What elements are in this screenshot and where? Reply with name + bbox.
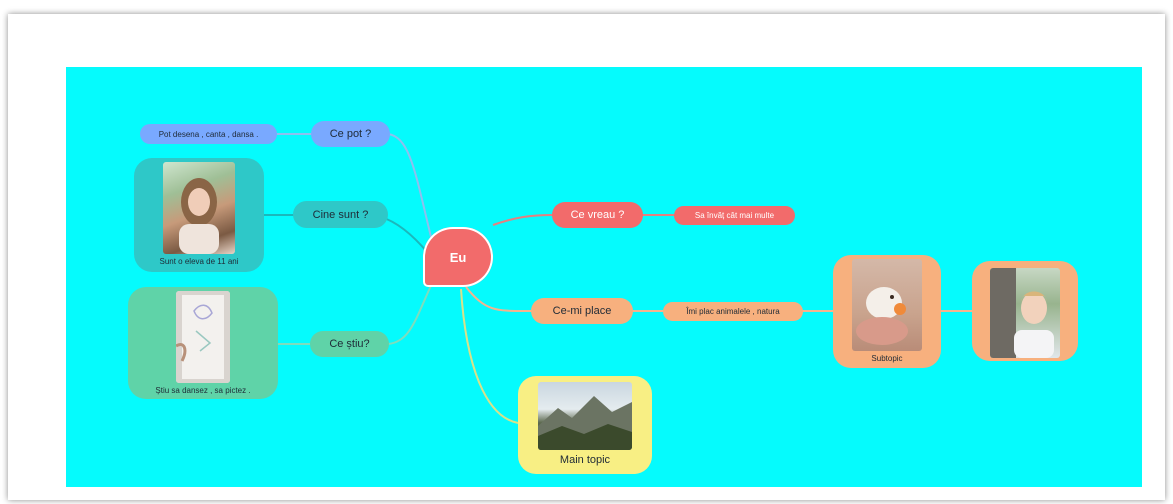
topic-ce-pot[interactable]: Ce pot ? (311, 121, 390, 147)
girl-portrait-photo (163, 162, 235, 254)
topic-ce-mi-place[interactable]: Ce-mi place (531, 298, 633, 324)
detail-sa-invat[interactable]: Sa învăț cât mai multe (674, 206, 795, 225)
mountain-photo (538, 382, 632, 450)
detail-pot-desena[interactable]: Pot desena , canta , dansa . (140, 124, 277, 144)
card-boy-portrait[interactable] (972, 261, 1078, 361)
central-topic-label: Eu (449, 249, 467, 265)
girl-portrait-icon (179, 178, 219, 254)
pet-photo-icon (856, 287, 908, 345)
cine-sunt-caption: Sunt o eleva de 11 ani (159, 257, 239, 266)
ce-stiu-caption: Știu sa dansez , sa pictez . (155, 386, 251, 395)
topic-cine-sunt[interactable]: Cine sunt ? (293, 201, 388, 228)
mindmap-frame: Eu Pot desena , canta , dansa . Ce pot ?… (8, 14, 1165, 500)
topic-ce-pot-label: Ce pot ? (329, 128, 372, 140)
mindmap-canvas[interactable]: Eu Pot desena , canta , dansa . Ce pot ?… (66, 67, 1142, 487)
topic-ce-vreau[interactable]: Ce vreau ? (552, 202, 643, 228)
boy-portrait-icon (990, 268, 1054, 358)
main-topic-caption: Main topic (559, 454, 611, 466)
subtopic-caption: Subtopic (871, 354, 903, 363)
drawing-photo (176, 291, 230, 383)
detail-imi-plac[interactable]: Îmi plac animalele , natura (663, 302, 803, 321)
card-subtopic[interactable]: Subtopic (833, 255, 941, 368)
card-ce-stiu[interactable]: Știu sa dansez , sa pictez . (128, 287, 278, 399)
detail-sa-invat-text: Sa învăț cât mai multe (694, 211, 775, 220)
boy-portrait-photo (990, 268, 1060, 358)
detail-pot-desena-text: Pot desena , canta , dansa . (158, 129, 259, 139)
card-cine-sunt[interactable]: Sunt o eleva de 11 ani (134, 158, 264, 272)
topic-ce-mi-place-label: Ce-mi place (552, 305, 612, 317)
topic-ce-stiu[interactable]: Ce știu? (310, 331, 389, 357)
mountain-icon (538, 396, 632, 450)
connector-lines (264, 133, 972, 424)
drawing-photo-icon (176, 291, 230, 383)
central-topic[interactable]: Eu (423, 227, 493, 287)
pet-photo (852, 259, 922, 351)
detail-imi-plac-text: Îmi plac animalele , natura (686, 307, 780, 316)
card-main-topic[interactable]: Main topic (518, 376, 652, 474)
topic-ce-vreau-label: Ce vreau ? (570, 209, 625, 221)
topic-ce-stiu-label: Ce știu? (329, 338, 370, 350)
topic-cine-sunt-label: Cine sunt ? (312, 208, 369, 221)
